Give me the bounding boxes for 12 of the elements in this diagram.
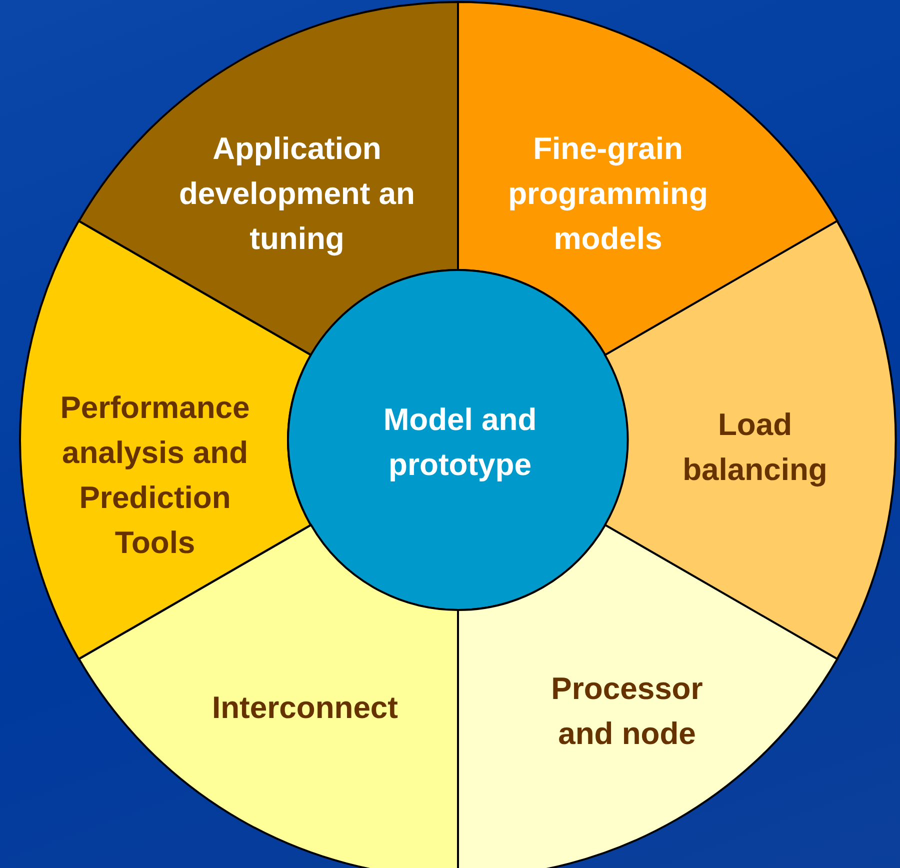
- wheel-segment: [78, 2, 458, 355]
- segment-label: Application development an tuning: [178, 130, 416, 258]
- segment-label: Load balancing: [682, 406, 828, 489]
- wheel-segment: [458, 525, 838, 868]
- segment-label: Performance analysis and Prediction Tools: [59, 389, 251, 562]
- segment-label: Processor and node: [550, 670, 704, 753]
- segment-label: Interconnect: [210, 688, 399, 726]
- wheel-segment: [458, 2, 838, 355]
- segment-label: Fine-grain programming models: [507, 130, 709, 258]
- center-label: Model and prototype: [382, 401, 538, 484]
- center-circle: [288, 270, 628, 610]
- wheel-segment: [78, 525, 458, 868]
